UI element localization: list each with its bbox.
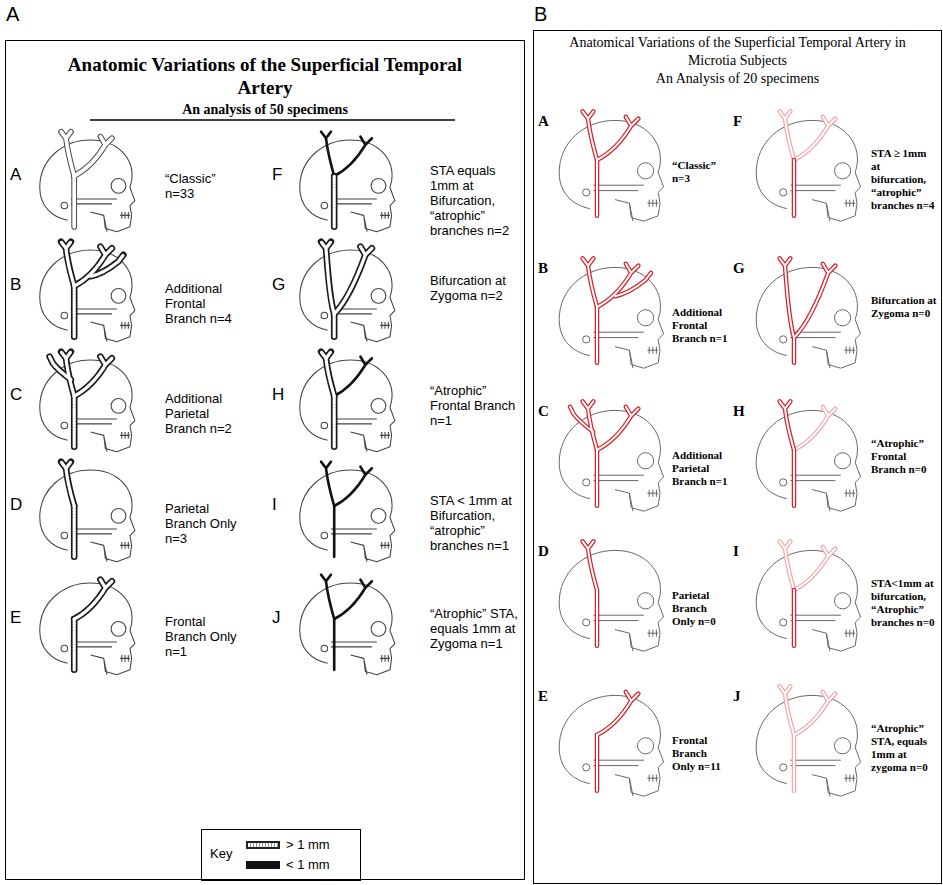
variant-caption: “Classic” n=33 [165, 171, 245, 201]
skull-figure [756, 111, 860, 221]
legend: > 1 mm < 1 mm [246, 835, 330, 875]
legend-row: > 1 mm [246, 835, 330, 855]
figure-letter: E [538, 688, 548, 705]
variant-caption: STA < 1mm at Bifurcation, “atrophic” bra… [430, 493, 520, 553]
variant-caption: Additional Parietal Branch n=1 [672, 449, 732, 488]
variant-caption: STA<1mm at bifurcation, “Atrophic” branc… [871, 577, 938, 629]
skull-figure [756, 258, 860, 368]
title-rule [90, 119, 455, 121]
key-heading: Key [210, 846, 232, 862]
skull-figure [559, 692, 663, 796]
panel-title: Anatomic Variations of the Superficial T… [60, 53, 470, 99]
figure-letter: A [538, 113, 549, 130]
variant-caption: Bifurcation at Zygoma n=0 [871, 294, 938, 320]
skull-figure [756, 541, 860, 651]
figure-letter: B [538, 260, 548, 277]
figure-letter: G [272, 275, 285, 295]
figure-letter: B [10, 275, 21, 295]
skull-figure [40, 242, 135, 342]
variant-caption: “Atrophic” Frontal Branch n=1 [430, 383, 520, 428]
skull-figure [559, 541, 663, 651]
legend-text: < 1 mm [286, 857, 330, 873]
figure-letter: G [733, 260, 745, 277]
variant-caption: Parietal Branch Only n=0 [672, 589, 732, 628]
figure-letter: F [733, 113, 742, 130]
skull-figure [756, 686, 860, 796]
variant-caption: “Atrophic” STA, equals 1mm at Zygoma n=1 [430, 606, 520, 651]
variant-caption: Additional Parietal Branch n=2 [165, 391, 245, 436]
variant-caption: “Atrophic” Frontal Branch n=0 [871, 437, 938, 476]
figure-letter: A [10, 165, 21, 185]
panel-letter: B [534, 3, 547, 25]
skull-figure [300, 132, 395, 232]
figure-letter: E [10, 608, 21, 628]
variant-caption: Frontal Branch Only n=11 [672, 734, 732, 773]
figure-letter: H [272, 385, 284, 405]
skull-figure [40, 580, 135, 675]
variant-caption: STA equals 1mm at Bifurcation, “atrophic… [430, 163, 520, 238]
skull-figure [559, 258, 663, 368]
panel-letter: A [6, 3, 19, 25]
panel-subtitle: An Analysis of 20 specimens [534, 70, 941, 88]
figure-letter: F [272, 165, 282, 185]
figure-letter: I [272, 495, 277, 515]
skull-figure [300, 462, 395, 562]
skull-figure [559, 401, 663, 511]
variant-caption: Bifurcation at Zygoma n=2 [430, 273, 520, 303]
figure-letter: J [733, 688, 741, 705]
panel-title: Anatomical Variations of the Superficial… [552, 34, 924, 70]
variant-caption: “Classic” n=3 [672, 159, 732, 185]
variant-caption: Frontal Branch Only n=1 [165, 614, 245, 659]
variant-caption: Parietal Branch Only n=3 [165, 501, 245, 546]
skull-figure [40, 462, 135, 562]
skull-figure [300, 352, 395, 452]
variant-caption: STA ≥ 1mm at bifurcation, “atrophic” bra… [871, 147, 938, 212]
legend-swatch [246, 841, 280, 849]
legend-row: < 1 mm [246, 855, 330, 875]
figure-letter: C [538, 403, 549, 420]
skull-figure [40, 132, 135, 232]
variant-caption: Additional Frontal Branch n=4 [165, 281, 245, 326]
key-box: Key > 1 mm < 1 mm [201, 829, 361, 881]
skull-figure [300, 242, 395, 342]
skull-figure [559, 111, 663, 221]
figure-letter: I [733, 543, 739, 560]
skull-figure [756, 401, 860, 511]
skull-figure [300, 575, 395, 675]
legend-text: > 1 mm [286, 837, 330, 853]
figure-letter: H [733, 403, 745, 420]
variant-caption: Additional Frontal Branch n=1 [672, 306, 732, 345]
panel-subtitle: An analysis of 50 specimens [6, 101, 524, 119]
variant-caption: “Atrophic” STA, equals 1mm at zygoma n=0 [871, 722, 938, 774]
legend-swatch [246, 861, 280, 869]
figure-letter: D [10, 495, 22, 515]
figure-letter: J [272, 608, 281, 628]
figure-letter: D [538, 543, 549, 560]
figure-letter: C [10, 385, 22, 405]
skull-figure [40, 352, 135, 452]
